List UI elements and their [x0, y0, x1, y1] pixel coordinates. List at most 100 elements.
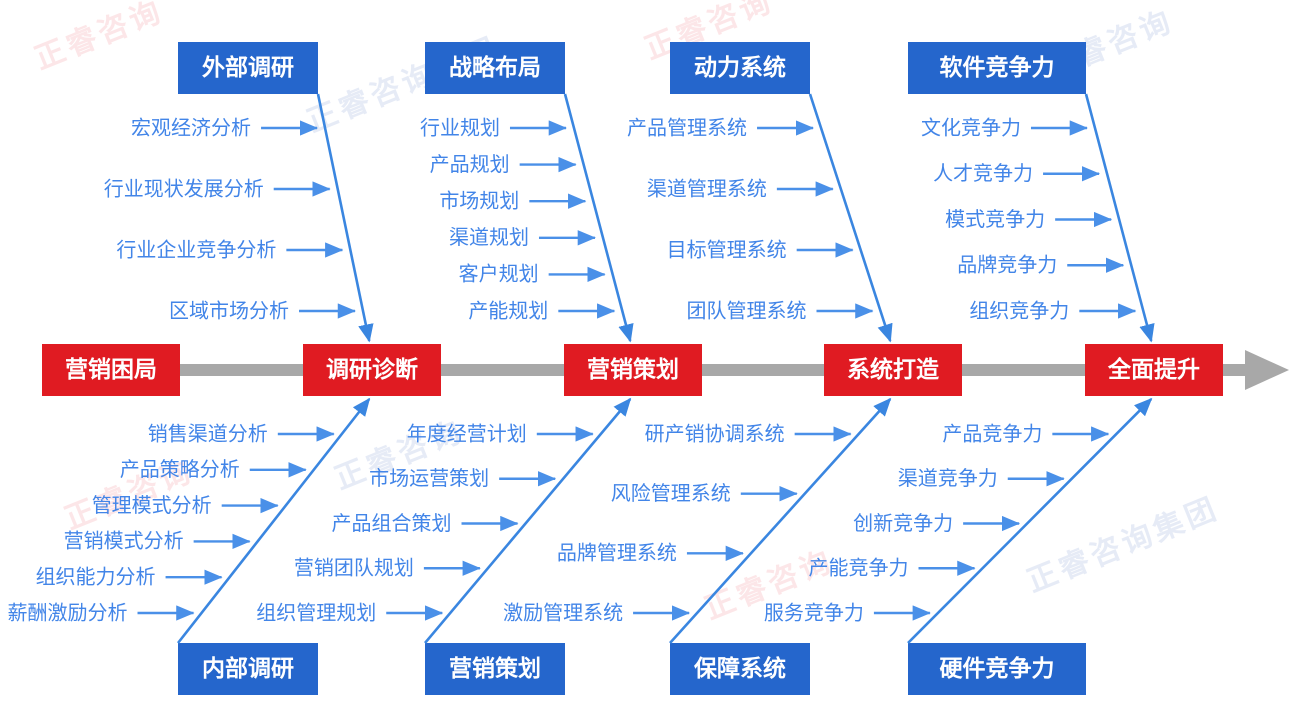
- branch-item[interactable]: 产品管理系统: [627, 116, 815, 139]
- branch-header-top4[interactable]: 软件竞争力: [908, 42, 1086, 94]
- branch-header-box[interactable]: [425, 643, 565, 695]
- branch-header-label: 软件竞争力: [940, 54, 1055, 80]
- branch-item[interactable]: 品牌竞争力: [957, 254, 1125, 277]
- spine-node-box[interactable]: [564, 344, 702, 396]
- branch-item-label: 组织管理规划: [256, 601, 376, 624]
- branch-item-label: 营销模式分析: [64, 530, 184, 553]
- branch-connector: [424, 397, 632, 644]
- branch-item[interactable]: 产能规划: [468, 299, 616, 322]
- branch-header-label: 动力系统: [694, 54, 786, 80]
- branch-item[interactable]: 创新竞争力: [853, 512, 1021, 535]
- spine-node-node2[interactable]: 调研诊断: [303, 344, 441, 396]
- spine-node-box[interactable]: [42, 344, 180, 396]
- branch-item-label: 研产销协调系统: [645, 422, 785, 445]
- branch-header-label: 外部调研: [202, 54, 294, 80]
- branch-item[interactable]: 人才竞争力: [933, 162, 1101, 185]
- branch-item[interactable]: 产品竞争力: [942, 422, 1110, 445]
- branch-item-label: 创新竞争力: [853, 512, 953, 535]
- branch-item[interactable]: 模式竞争力: [945, 208, 1113, 231]
- branch-item-label: 品牌管理系统: [557, 542, 677, 565]
- branch-item[interactable]: 行业企业竞争分析: [116, 238, 344, 261]
- branch-header-box[interactable]: [425, 42, 565, 94]
- branch-item[interactable]: 品牌管理系统: [557, 542, 744, 565]
- branch-item[interactable]: 激励管理系统: [503, 601, 691, 624]
- branch-header-box[interactable]: [908, 643, 1086, 695]
- spine-node-box[interactable]: [303, 344, 441, 396]
- branch-header-top2[interactable]: 战略布局: [425, 42, 565, 94]
- branch-item[interactable]: 渠道规划: [449, 226, 596, 249]
- branch-item[interactable]: 文化竞争力: [921, 116, 1088, 139]
- spine-segment: [962, 364, 1085, 376]
- spine-node-label: 营销策划: [587, 356, 679, 382]
- branch-item[interactable]: 薪酬激励分析: [8, 601, 195, 624]
- branch-item[interactable]: 销售渠道分析: [148, 422, 335, 445]
- branch-header-top3[interactable]: 动力系统: [670, 42, 810, 94]
- spine-group: 营销困局 调研诊断 营销策划 系统打造 全面提升: [42, 344, 1289, 396]
- branch-item[interactable]: 渠道竞争力: [898, 467, 1065, 490]
- branch-item[interactable]: 宏观经济分析: [131, 116, 319, 139]
- branch-item-label: 区域市场分析: [169, 299, 289, 322]
- spine-node-node3[interactable]: 营销策划: [564, 344, 702, 396]
- branch-item-label: 行业规划: [420, 116, 500, 139]
- branch-item-label: 行业现状发展分析: [104, 177, 264, 200]
- branch-header-box[interactable]: [908, 42, 1086, 94]
- branch-item[interactable]: 目标管理系统: [667, 238, 854, 261]
- spine-node-node4[interactable]: 系统打造: [824, 344, 962, 396]
- branch-item-label: 文化竞争力: [921, 116, 1021, 139]
- branch-item[interactable]: 组织竞争力: [969, 299, 1137, 322]
- branch-item-label: 薪酬激励分析: [8, 601, 128, 624]
- branch-item[interactable]: 产能竞争力: [809, 557, 976, 580]
- branch-item[interactable]: 产品组合策划: [332, 512, 519, 535]
- branch-item[interactable]: 组织能力分析: [36, 565, 223, 588]
- branch-item-label: 宏观经济分析: [131, 116, 251, 139]
- branch-item[interactable]: 服务竞争力: [764, 601, 931, 624]
- spine-node-node5[interactable]: 全面提升: [1085, 344, 1223, 396]
- branch-item[interactable]: 年度经营计划: [407, 422, 594, 445]
- spine-node-box[interactable]: [1085, 344, 1223, 396]
- branch-header-bot3[interactable]: 保障系统: [670, 643, 810, 695]
- branch-item[interactable]: 行业规划: [420, 116, 567, 139]
- branch-item-label: 团队管理系统: [686, 299, 806, 322]
- branch-header-bot2[interactable]: 营销策划: [425, 643, 565, 695]
- branch-item[interactable]: 管理模式分析: [92, 494, 279, 517]
- spine-node-node1[interactable]: 营销困局: [42, 344, 180, 396]
- branch-item[interactable]: 客户规划: [459, 263, 606, 286]
- branch-item[interactable]: 团队管理系统: [686, 299, 874, 322]
- spine-node-label: 全面提升: [1107, 356, 1200, 382]
- branch-item-label: 管理模式分析: [92, 494, 212, 517]
- branch-item[interactable]: 研产销协调系统: [645, 422, 852, 445]
- branch-item-label: 人才竞争力: [933, 162, 1033, 185]
- branch-item[interactable]: 营销模式分析: [64, 530, 251, 553]
- branch-header-box[interactable]: [178, 643, 318, 695]
- branch-item[interactable]: 产品规划: [430, 153, 577, 176]
- branch-item[interactable]: 行业现状发展分析: [104, 177, 331, 200]
- branch-header-bot4[interactable]: 硬件竞争力: [908, 643, 1086, 695]
- spine-segment: [702, 364, 824, 376]
- branch-header-box[interactable]: [670, 42, 810, 94]
- branch-item[interactable]: 风险管理系统: [611, 482, 798, 505]
- spine-node-label: 系统打造: [847, 356, 940, 382]
- branch-header-bot1[interactable]: 内部调研: [178, 643, 318, 695]
- branch-item-label: 产能规划: [468, 299, 548, 322]
- branch-item[interactable]: 产品策略分析: [120, 458, 307, 481]
- branch-item[interactable]: 组织管理规划: [256, 601, 444, 624]
- branch-item-label: 产品组合策划: [332, 512, 452, 535]
- branches-group: 外部调研宏观经济分析行业现状发展分析行业企业竞争分析区域市场分析战略布局行业规划…: [8, 42, 1155, 695]
- branch-item[interactable]: 区域市场分析: [169, 299, 356, 322]
- branch-connector: [907, 397, 1153, 644]
- branch-item[interactable]: 渠道管理系统: [647, 177, 834, 200]
- branch-header-top1[interactable]: 外部调研: [178, 42, 318, 94]
- branch-connector: [1084, 93, 1155, 343]
- branch-item[interactable]: 营销团队规划: [294, 557, 481, 580]
- branch-item-label: 客户规划: [459, 263, 539, 286]
- spine-node-box[interactable]: [824, 344, 962, 396]
- branch-item[interactable]: 市场规划: [439, 189, 587, 212]
- branch-header-box[interactable]: [670, 643, 810, 695]
- branch-header-box[interactable]: [178, 42, 318, 94]
- branch-item[interactable]: 市场运营策划: [369, 467, 557, 490]
- branch-item-label: 品牌竞争力: [957, 254, 1057, 277]
- branch-item-label: 产品管理系统: [627, 116, 747, 139]
